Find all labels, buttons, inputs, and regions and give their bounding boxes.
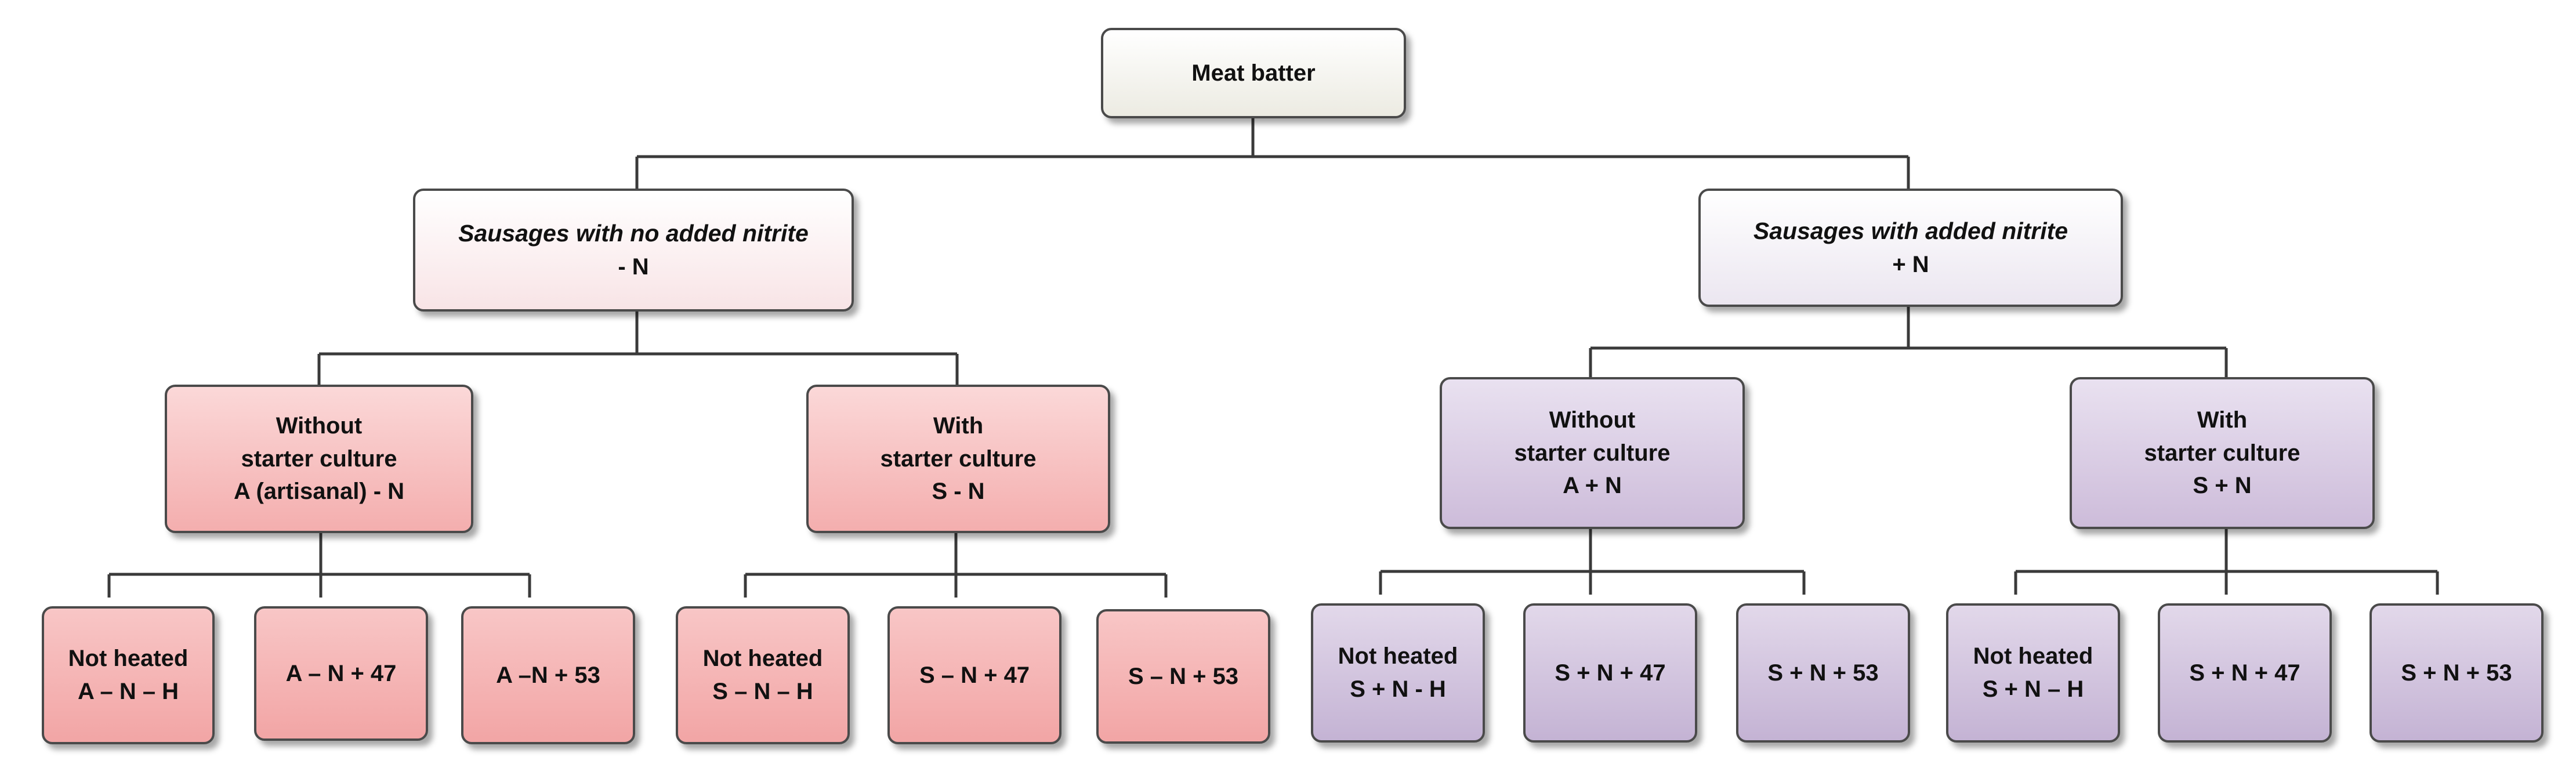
leaf-line: S + N + 47 <box>2189 660 2300 686</box>
leaf-node: Not heated A – N – H <box>42 606 215 744</box>
leaf-line: S – N + 47 <box>919 662 1030 688</box>
leaf-line: S + N + 47 <box>1555 660 1666 686</box>
no-nitrite-code: - N <box>618 254 649 280</box>
node-line: S + N <box>2193 473 2252 499</box>
node-line: With <box>2197 407 2248 433</box>
added-nitrite-node: Sausages with added nitrite + N <box>1698 189 2123 307</box>
leaf-node: S + N + 53 <box>2370 603 2544 743</box>
leaf-line: Not heated <box>1338 643 1458 669</box>
no-nitrite-node: Sausages with no added nitrite - N <box>413 189 854 312</box>
node-line: starter culture <box>880 446 1037 472</box>
added-nitrite-with-starter-node: With starter culture S + N <box>2070 377 2375 529</box>
node-line: starter culture <box>241 446 397 472</box>
leaf-line: Not heated <box>702 646 823 672</box>
added-nitrite-without-starter-node: Without starter culture A + N <box>1440 377 1745 529</box>
meat-batter-label: Meat batter <box>1191 60 1316 86</box>
leaf-node: S + N + 53 <box>1736 603 1910 743</box>
added-nitrite-code: + N <box>1892 251 1929 277</box>
node-line: Without <box>1549 407 1636 433</box>
no-nitrite-without-starter-node: Without starter culture A (artisanal) - … <box>165 385 473 533</box>
leaf-node: A –N + 53 <box>461 606 635 744</box>
no-nitrite-with-starter-node: With starter culture S - N <box>806 385 1110 533</box>
node-line: Without <box>276 412 363 439</box>
meat-batter-node: Meat batter <box>1101 28 1406 118</box>
leaf-line: A –N + 53 <box>496 662 600 688</box>
leaf-node: S + N + 47 <box>1523 603 1697 743</box>
leaf-node: S – N + 47 <box>887 606 1061 744</box>
leaf-node: S – N + 53 <box>1096 609 1270 744</box>
leaf-line: S + N + 53 <box>1767 660 1879 686</box>
leaf-line: A – N + 47 <box>285 660 397 686</box>
leaf-line: Not heated <box>1973 643 2093 669</box>
no-nitrite-title: Sausages with no added nitrite <box>458 220 809 247</box>
node-line: A (artisanal) - N <box>233 479 405 505</box>
node-line: S - N <box>932 479 985 505</box>
leaf-line: S + N - H <box>1350 676 1446 702</box>
leaf-line: S + N – H <box>1982 676 2084 702</box>
node-line: starter culture <box>1514 440 1671 466</box>
leaf-line: A – N – H <box>77 679 179 704</box>
node-line: starter culture <box>2144 440 2300 466</box>
node-line: With <box>933 412 984 439</box>
added-nitrite-title: Sausages with added nitrite <box>1753 218 2068 245</box>
leaf-node: A – N + 47 <box>254 606 428 741</box>
node-line: A + N <box>1563 473 1622 499</box>
leaf-node: S + N + 47 <box>2158 603 2332 743</box>
leaf-line: Not heated <box>68 646 189 672</box>
leaf-line: S + N + 53 <box>2401 660 2512 686</box>
leaf-line: S – N + 53 <box>1128 663 1239 689</box>
leaf-node: Not heated S + N - H <box>1311 603 1485 743</box>
leaf-node: Not heated S + N – H <box>1946 603 2120 743</box>
leaf-line: S – N – H <box>712 679 813 704</box>
leaf-node: Not heated S – N – H <box>676 606 850 744</box>
